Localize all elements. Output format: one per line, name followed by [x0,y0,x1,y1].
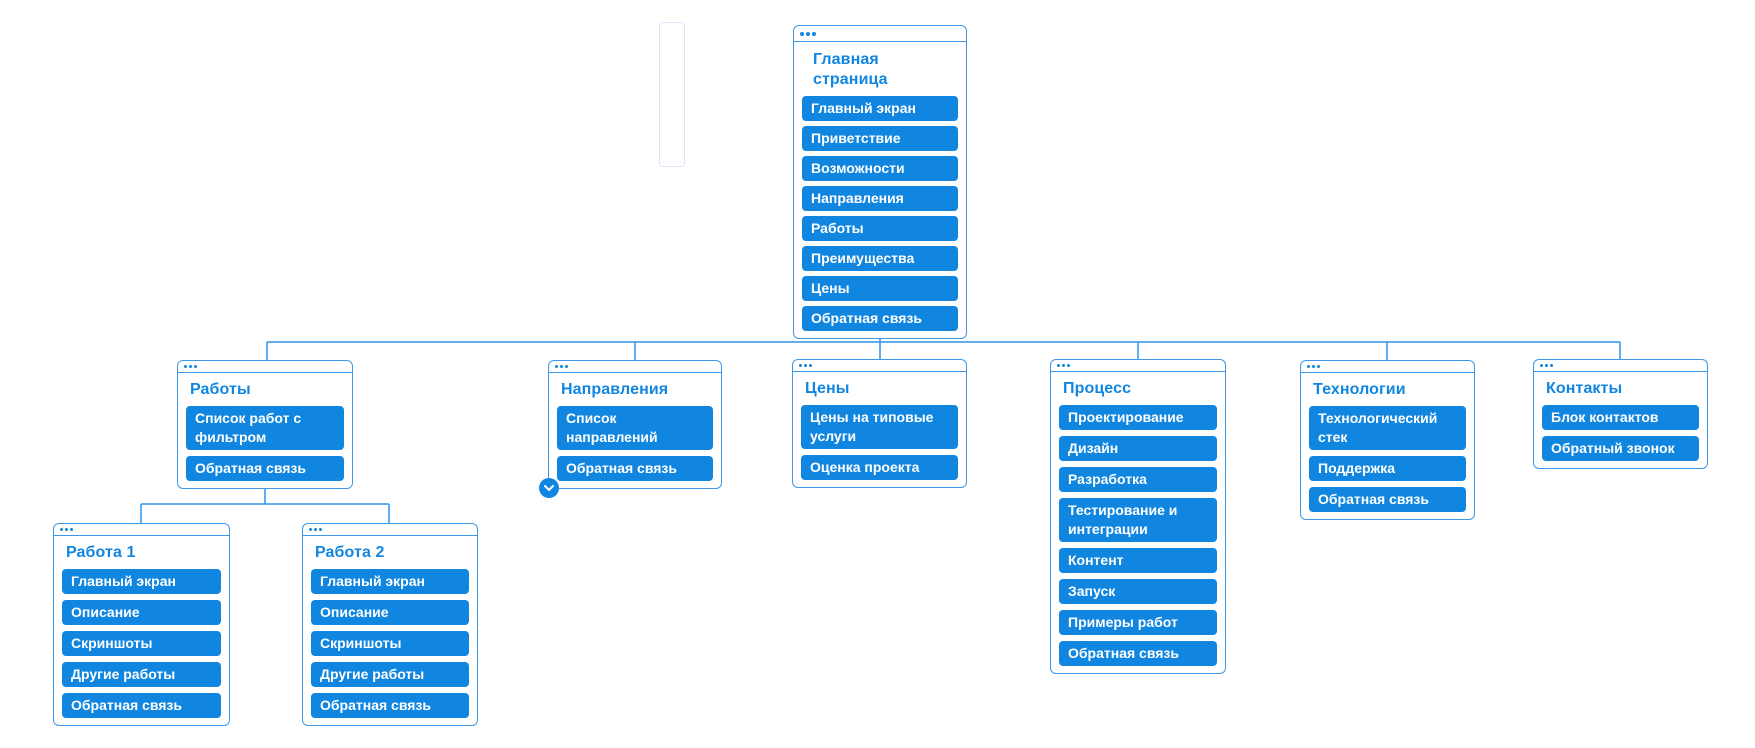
card-section-item[interactable]: Другие работы [62,662,221,687]
card-section-item[interactable]: Тестирование и интеграции [1059,498,1217,542]
card-section-item[interactable]: Блок контактов [1542,405,1699,430]
card-header [794,26,966,42]
card-section-item[interactable]: Список работ с фильтром [186,406,344,450]
card-header [54,524,229,536]
card-header [549,361,721,373]
card-menu-dots-icon[interactable] [58,528,73,531]
card-header [178,361,352,373]
card-section-item[interactable]: Цены [802,276,958,301]
chevron-down-icon[interactable] [539,478,559,498]
card-section-item[interactable]: Работы [802,216,958,241]
card-section-item[interactable]: Другие работы [311,662,469,687]
ghost-placeholder [659,22,685,167]
card-section-item[interactable]: Обратная связь [1309,487,1466,512]
card-section-item[interactable]: Направления [802,186,958,211]
card-section-item[interactable]: Описание [311,600,469,625]
card-menu-dots-icon[interactable] [798,31,816,36]
card-section-item[interactable]: Список направлений [557,406,713,450]
card-title: Технологии [1313,381,1406,398]
card-section-item[interactable]: Скриншоты [62,631,221,656]
card-section-item[interactable]: Главный экран [62,569,221,594]
card-section-item[interactable]: Технологический стек [1309,406,1466,450]
card-section-item[interactable]: Обратная связь [802,306,958,331]
card-title: Работы [190,381,251,398]
card-menu-dots-icon[interactable] [1055,364,1070,367]
card-section-item[interactable]: Примеры работ [1059,610,1217,635]
card-section-item[interactable]: Возможности [802,156,958,181]
card-section-item[interactable]: Приветствие [802,126,958,151]
card-header [1301,361,1474,373]
card-section-item[interactable]: Обратная связь [557,456,713,481]
card-section-item[interactable]: Проектирование [1059,405,1217,430]
card-header [793,360,966,372]
card-section-item[interactable]: Дизайн [1059,436,1217,461]
card-menu-dots-icon[interactable] [553,365,568,368]
card-menu-dots-icon[interactable] [797,364,812,367]
card-section-item[interactable]: Обратная связь [1059,641,1217,666]
card-section-item[interactable]: Запуск [1059,579,1217,604]
card-section-item[interactable]: Скриншоты [311,631,469,656]
card-section-item[interactable]: Обратная связь [311,693,469,718]
card-menu-dots-icon[interactable] [1538,364,1553,367]
card-section-item[interactable]: Главный экран [311,569,469,594]
card-section-item[interactable]: Обратный звонок [1542,436,1699,461]
card-section-item[interactable]: Обратная связь [62,693,221,718]
card-title: Направления [561,381,669,398]
card-section-item[interactable]: Поддержка [1309,456,1466,481]
card-header [1051,360,1225,372]
card-title: Процесс [1063,380,1132,397]
card-section-item[interactable]: Описание [62,600,221,625]
card-title: Цены [805,380,850,397]
card-section-item[interactable]: Главный экран [802,96,958,121]
card-title: Работа 1 [66,544,136,561]
card-section-item[interactable]: Обратная связь [186,456,344,481]
card-header [303,524,477,536]
card-header [1534,360,1707,372]
card-title: Контакты [1546,380,1623,397]
card-section-item[interactable]: Разработка [1059,467,1217,492]
card-section-item[interactable]: Цены на типовые услуги [801,405,958,449]
card-title: Главная страница [813,51,888,88]
card-section-item[interactable]: Преимущества [802,246,958,271]
card-menu-dots-icon[interactable] [182,365,197,368]
card-title: Работа 2 [315,544,385,561]
card-menu-dots-icon[interactable] [307,528,322,531]
card-section-item[interactable]: Контент [1059,548,1217,573]
card-menu-dots-icon[interactable] [1305,365,1320,368]
card-section-item[interactable]: Оценка проекта [801,455,958,480]
